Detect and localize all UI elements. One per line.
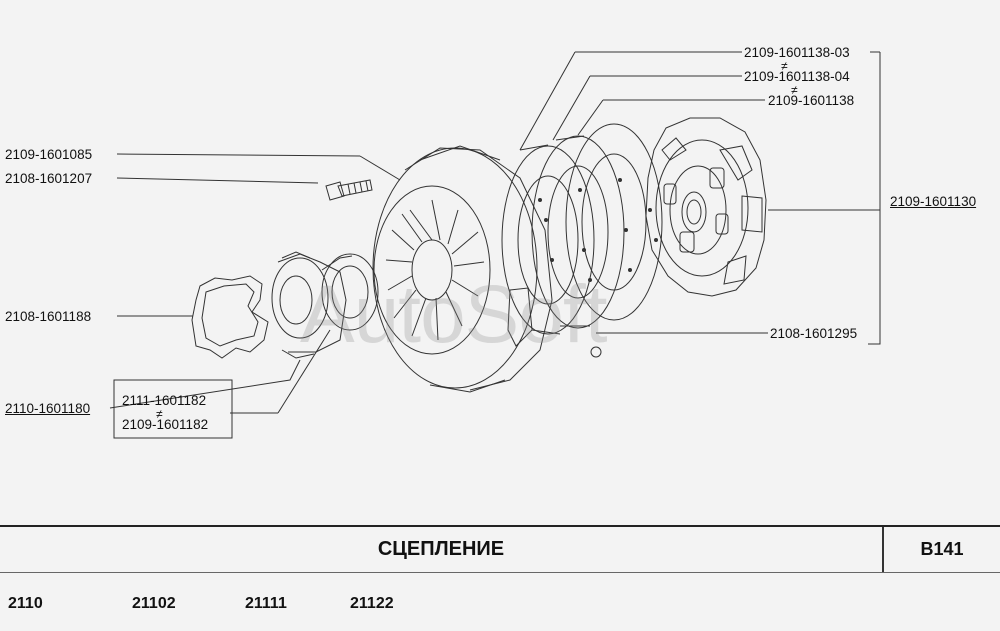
page-title: СЦЕПЛЕНИЕ bbox=[377, 538, 505, 560]
model-item[interactable]: 21122 bbox=[350, 595, 394, 612]
not-interchangeable-icon: ≠ bbox=[156, 407, 163, 421]
model-item[interactable]: 21111 bbox=[245, 595, 287, 612]
spring-clip bbox=[191, 275, 269, 359]
title-bar: СЦЕПЛЕНИЕ B141 bbox=[0, 525, 1000, 573]
part-label[interactable]: 2108-1601295 bbox=[770, 326, 858, 341]
part-label[interactable]: 2108-1601188 bbox=[5, 309, 92, 324]
part-label[interactable]: 2109-1601130 bbox=[890, 194, 977, 209]
part-label[interactable]: 2110-1601180 bbox=[5, 401, 91, 416]
part-label[interactable]: 2111-1601182 bbox=[122, 393, 207, 408]
model-item[interactable]: 2110 bbox=[8, 595, 43, 612]
pressure-plate bbox=[372, 145, 553, 393]
not-interchangeable-icon: ≠ bbox=[791, 83, 798, 97]
model-item[interactable]: 21102 bbox=[132, 595, 176, 612]
part-label[interactable]: 2109-1601085 bbox=[5, 147, 93, 162]
divider bbox=[882, 527, 884, 572]
rivet-dots bbox=[538, 178, 658, 282]
watermark: AutoSoft bbox=[300, 269, 608, 360]
release-bearing bbox=[271, 251, 379, 359]
parts-diagram: AutoSoft 2109-1601138-03 ≠ 2109-1601138-… bbox=[5, 45, 977, 439]
not-interchangeable-icon: ≠ bbox=[781, 59, 788, 73]
part-label[interactable]: 2109-1601182 bbox=[122, 417, 209, 432]
page-code: B141 bbox=[920, 539, 964, 559]
clutch-exploded-view bbox=[109, 51, 881, 439]
part-label[interactable]: 2108-1601207 bbox=[5, 171, 93, 186]
part-label[interactable]: 2109-1601138 bbox=[768, 93, 855, 108]
part-label[interactable]: 2109-1601138-03 bbox=[744, 45, 850, 60]
part-label[interactable]: 2109-1601138-04 bbox=[744, 69, 850, 84]
friction-linings bbox=[501, 123, 663, 335]
driven-disc bbox=[645, 117, 767, 297]
bolt bbox=[325, 179, 373, 201]
